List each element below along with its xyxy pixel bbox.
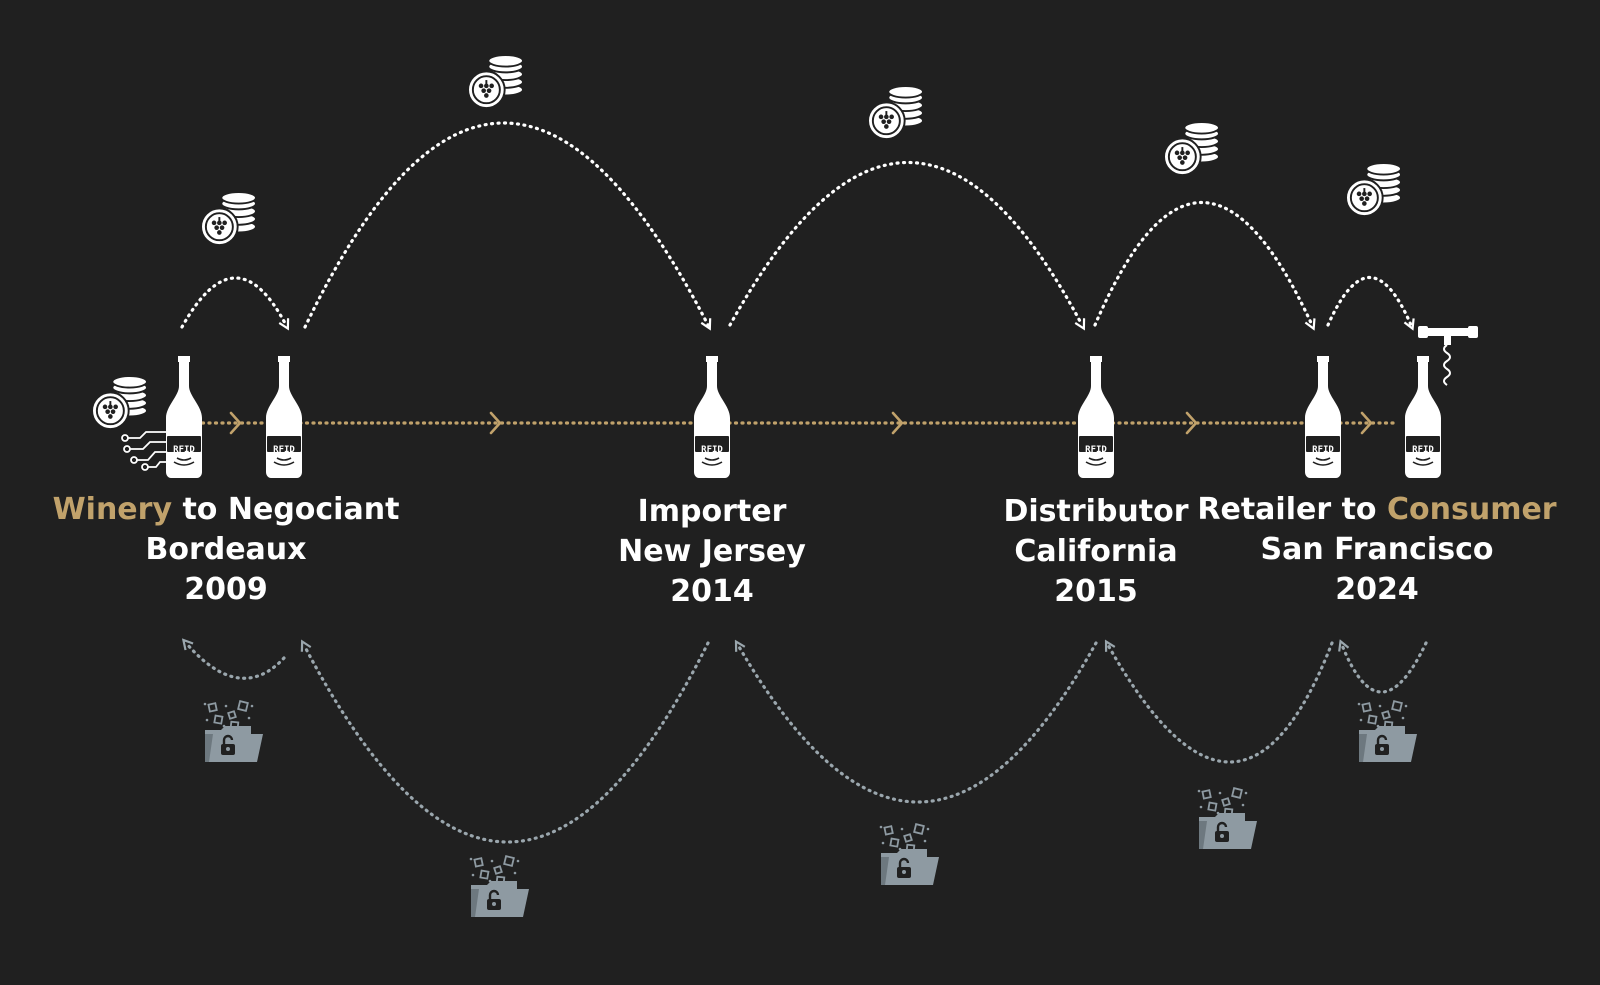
timeline-arrow-icon xyxy=(891,411,904,435)
grape-coin-stack-icon xyxy=(467,55,524,109)
stage-title: Winery to Negociant xyxy=(53,490,400,530)
payment-arc xyxy=(303,121,708,327)
data-arc xyxy=(738,643,1098,804)
stage-location: California xyxy=(1014,534,1178,569)
stage-title-head: Retailer to xyxy=(1197,492,1387,527)
payment-arc xyxy=(1326,276,1411,326)
data-arc xyxy=(186,643,286,680)
circuit-icon xyxy=(121,431,166,471)
corkscrew-icon xyxy=(1418,326,1478,386)
grape-coin-stack-icon xyxy=(867,86,924,140)
payment-arc xyxy=(1093,201,1312,326)
bottles: RFID RFID RFID RFID RFID RFID xyxy=(165,356,1442,478)
timeline xyxy=(194,411,1396,435)
stage-year: 2024 xyxy=(1335,572,1419,607)
timeline-arrow-icon xyxy=(229,411,242,435)
payment-arc xyxy=(728,161,1082,326)
bottle-importer: RFID xyxy=(693,356,731,478)
grape-coin-stack-icon xyxy=(1345,163,1402,217)
stage-title: Importer xyxy=(637,494,787,529)
stage-title: Distributor xyxy=(1003,494,1189,529)
rfid-tag: RFID xyxy=(1412,445,1434,455)
data-flow xyxy=(186,643,1428,844)
lock-folder-icon xyxy=(1196,787,1259,851)
data-icons xyxy=(202,700,1419,919)
payment-flow xyxy=(180,121,1411,327)
stage-label-winery: Winery to Negociant Bordeaux 2009 xyxy=(53,490,400,610)
bottle-distributor: RFID xyxy=(1077,356,1115,478)
rfid-tag: RFID xyxy=(1085,445,1107,455)
lock-folder-icon xyxy=(202,700,265,764)
data-arc xyxy=(1108,643,1334,764)
lock-folder-icon xyxy=(1356,700,1419,764)
accent-text: Consumer xyxy=(1386,492,1557,527)
timeline-arrow-icon xyxy=(1360,411,1373,435)
stage-location: San Francisco xyxy=(1260,532,1494,567)
grape-coin-stack-icon xyxy=(1163,122,1220,176)
accent-text: Winery xyxy=(52,492,173,527)
stage-title-tail: Negociant xyxy=(227,492,400,527)
data-arc xyxy=(1342,643,1428,694)
timeline-arrow-icon xyxy=(489,411,502,435)
payment-arc xyxy=(180,276,286,327)
lock-folder-icon xyxy=(468,855,531,919)
timeline-arrow-icon xyxy=(1185,411,1198,435)
stage-title: Retailer to Consumer xyxy=(1197,490,1556,530)
rfid-tag: RFID xyxy=(273,445,295,455)
grape-coin-stack-icon xyxy=(200,192,257,246)
stage-label-importer: Importer New Jersey 2014 xyxy=(618,492,806,612)
rfid-tag: RFID xyxy=(173,445,195,455)
bottle-consumer: RFID xyxy=(1404,356,1442,478)
stage-location: Bordeaux xyxy=(145,532,307,567)
grape-coin-stack-icon xyxy=(91,376,148,430)
bottle-retailer: RFID xyxy=(1304,356,1342,478)
stage-label-retailer: Retailer to Consumer San Francisco 2024 xyxy=(1197,490,1556,610)
rfid-tag: RFID xyxy=(1312,445,1334,455)
stage-year: 2014 xyxy=(670,574,754,609)
lock-folder-icon xyxy=(878,823,941,887)
rfid-tag: RFID xyxy=(701,445,723,455)
data-arc xyxy=(304,643,710,844)
stage-year: 2015 xyxy=(1054,574,1138,609)
stage-location: New Jersey xyxy=(618,534,806,569)
bottle-winery: RFID xyxy=(165,356,203,478)
stage-label-distributor: Distributor California 2015 xyxy=(1003,492,1188,612)
bottle-negociant: RFID xyxy=(265,356,303,478)
stage-year: 2009 xyxy=(184,572,268,607)
stage-title-connector: to xyxy=(172,492,228,527)
